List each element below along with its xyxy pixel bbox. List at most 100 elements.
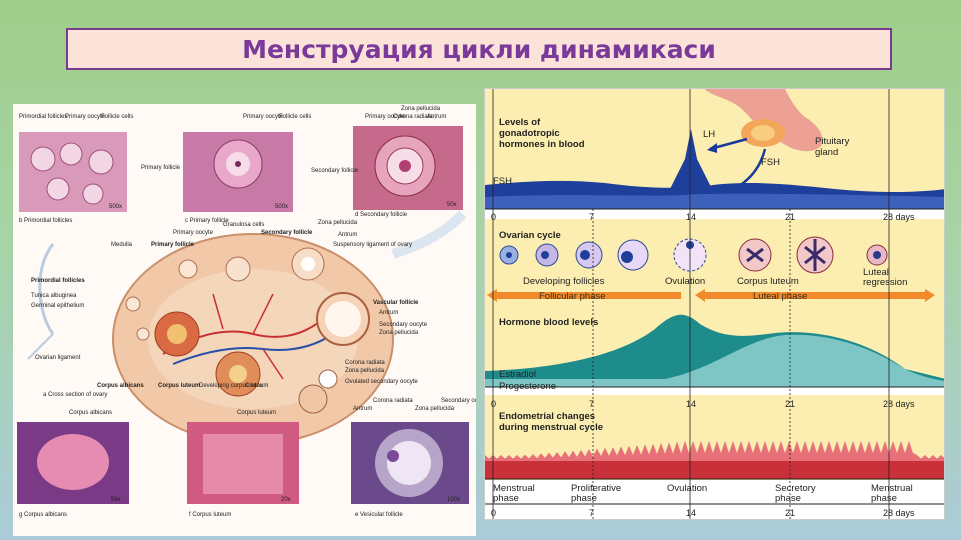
day-tick-28: 28 days [883, 212, 915, 222]
label-cortex: Cortex [245, 383, 263, 389]
micrograph-secondary [353, 126, 463, 210]
phase-menstrual-1-a: Menstrual [493, 483, 535, 494]
panel-d-caption: d Secondary follicle [355, 212, 408, 218]
day-tick-2-28: 28 days [883, 399, 915, 409]
day-tick-3-28: 28 days [883, 508, 915, 518]
phase-menstrual-1-b: phase [493, 493, 519, 504]
endometrial-heading-1: Endometrial changes [499, 411, 595, 422]
phase-menstrual-2-a: Menstrual [871, 483, 913, 494]
gonadotropic-heading-3: hormones in blood [499, 139, 585, 150]
pituitary-gland-illustration [705, 89, 823, 152]
progesterone-area [485, 334, 944, 387]
micrograph-corpus-albicans [17, 422, 129, 504]
label-corona-radiata: Corona radiata [345, 360, 385, 366]
mag-e: 100x [447, 497, 460, 503]
mag-g: 56x [111, 497, 121, 503]
label-primary-follicle-c: Primary follicle [141, 165, 181, 171]
label-corona-radiata-d: Corona radiata [393, 114, 433, 120]
endometrial-heading-2: during menstrual cycle [499, 422, 603, 433]
ovary-histology-svg: Primordial follicles Primary oocyte Foll… [17, 106, 476, 518]
label-corpus-albicans-g: Corpus albicans [69, 410, 112, 416]
label-vascular-follicle: Vascular follicle [373, 300, 419, 306]
label-antrum-e: Antrum [353, 406, 372, 412]
label-fsh-arrow: FSH [761, 157, 780, 168]
slide-title-box: Менструация цикли динамикаси [66, 28, 892, 70]
menstrual-cycle-svg: Levels of gonadotropic hormones in blood… [485, 89, 944, 519]
day-tick-2-21: 21 [785, 399, 795, 409]
lh-surge-peak [665, 129, 717, 199]
luteal-phase-arrow [695, 289, 935, 302]
menstrual-cycle-figure: Levels of gonadotropic hormones in blood… [484, 88, 945, 520]
label-secondary-follicle-d: Secondary follicle [311, 168, 359, 174]
micrograph-vesicular [351, 422, 469, 504]
phase-proliferative-b: phase [571, 493, 597, 504]
label-suspensory-ligament: Suspensory ligament of ovary [333, 242, 412, 248]
phase-menstrual-2-b: phase [871, 493, 897, 504]
day-axis-2: 0 7 14 21 28 days [491, 399, 915, 409]
label-ovarian-ligament: Ovarian ligament [35, 355, 81, 361]
panel-g-caption: g Corpus albicans [19, 512, 67, 518]
day-tick-3-7: 7 [589, 508, 594, 518]
label-primary-oocyte-c: Primary oocyte [243, 114, 284, 120]
panel-f-caption: f Corpus luteum [189, 512, 231, 518]
phase-arrows [487, 289, 935, 302]
label-corpus-luteum: Corpus luteum [737, 276, 799, 287]
day-tick-2-14: 14 [686, 399, 696, 409]
label-corona-radiata-e: Corona radiata [373, 398, 413, 404]
label-primordial-follicles: Primordial follicles [31, 278, 85, 284]
panel-e-caption: e Vesicular follicle [355, 512, 403, 518]
micrograph-corpus-luteum [187, 422, 299, 504]
mag-c: 500x [275, 204, 288, 210]
label-zona-pellucida-e: Zona pellucida [415, 406, 455, 412]
day-tick-7: 7 [589, 212, 594, 222]
label-fsh-curve: FSH [493, 176, 512, 187]
label-follicle-cells-top: Follicle cells [101, 114, 133, 120]
label-corpus-luteum: Corpus luteum [158, 383, 200, 389]
ovary-histology-figure: Primordial follicles Primary oocyte Foll… [13, 104, 476, 536]
gonadotropic-heading-2: gonadotropic [499, 128, 560, 139]
label-follicle-cells-c: Follicle cells [279, 114, 311, 120]
ovarian-heading: Ovarian cycle [499, 230, 561, 241]
label-developing-corpus-luteum: Developing corpus luteum [199, 383, 268, 389]
day-tick-14: 14 [686, 212, 696, 222]
label-germinal-epithelium: Germinal epithelium [31, 303, 84, 309]
label-pituitary-1: Pituitary [815, 136, 850, 147]
mag-b: 500x [109, 204, 122, 210]
day-axis-3: 0 7 14 21 28 days [491, 508, 915, 518]
day-tick-3-14: 14 [686, 508, 696, 518]
micrograph-primary [183, 132, 293, 212]
label-zona-pellucida-top: Zona pellucida [401, 106, 441, 112]
label-estradiol: Estradiol [499, 369, 536, 380]
lh-baseline-area [485, 193, 944, 209]
label-luteal-regression-1: Luteal [863, 267, 889, 278]
follicular-phase-arrow [487, 289, 681, 302]
label-zona-pellucida-3: Zona pellucida [345, 368, 385, 374]
label-luteal-phase: Luteal phase [753, 291, 807, 302]
panel-b-caption: b Primordial follicles [19, 218, 72, 224]
ovarian-follicle-sequence [499, 236, 888, 274]
label-primary-oocyte-top: Primary oocyte [65, 114, 106, 120]
label-secondary-oocyte-e: Secondary oocyte [441, 398, 476, 404]
label-medulla: Medulla [111, 242, 133, 248]
day-tick-0: 0 [491, 212, 496, 222]
slide-title: Менструация цикли динамикаси [242, 34, 716, 64]
micrograph-primordial [19, 132, 127, 212]
label-luteal-regression-2: regression [863, 277, 907, 288]
mag-f: 20x [281, 497, 291, 503]
panel-a-caption: a Cross section of ovary [43, 392, 107, 398]
label-granulosa-cells: Granulosa cells [223, 222, 264, 228]
label-ovulated-oocyte: Ovulated secondary oocyte [345, 379, 418, 385]
label-primary-follicle: Primary follicle [151, 242, 195, 248]
label-secondary-follicle: Secondary follicle [261, 230, 313, 236]
label-primary-oocyte-d: Primary oocyte [365, 114, 406, 120]
label-developing-follicles: Developing follicles [523, 276, 605, 287]
label-follicular-phase: Follicular phase [539, 291, 606, 302]
ovary-cross-section [27, 210, 467, 445]
day-tick-2-0: 0 [491, 399, 496, 409]
label-zona-pellucida: Zona pellucida [318, 220, 358, 226]
gonadotropic-heading-1: Levels of [499, 117, 541, 128]
label-corpus-luteum-f: Corpus luteum [237, 410, 276, 416]
label-zona-pellucida-2: Zona pellucida [379, 330, 419, 336]
hormone-heading: Hormone blood levels [499, 317, 598, 328]
label-secondary-oocyte: Secondary oocyte [379, 322, 428, 328]
